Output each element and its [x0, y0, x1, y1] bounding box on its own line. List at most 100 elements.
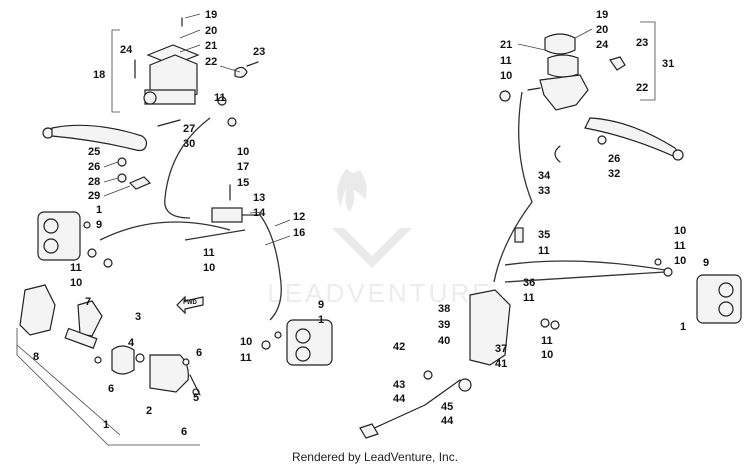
left-master-cylinder	[111, 17, 259, 113]
svg-text:9: 9	[318, 299, 324, 311]
right-mc-callouts: 19 20 21 11 10 24 23 22 31	[500, 9, 674, 94]
svg-text:21: 21	[205, 40, 217, 52]
forward-arrow-label: FWD	[183, 300, 197, 306]
svg-text:1: 1	[96, 204, 102, 216]
svg-text:10: 10	[70, 277, 82, 289]
svg-text:44: 44	[441, 415, 454, 427]
svg-text:14: 14	[253, 207, 266, 219]
svg-text:10: 10	[203, 262, 215, 274]
svg-text:16: 16	[293, 227, 305, 239]
svg-text:1: 1	[103, 419, 109, 431]
svg-text:3: 3	[135, 311, 141, 323]
svg-text:10: 10	[541, 349, 553, 361]
svg-text:24: 24	[596, 39, 609, 51]
svg-text:32: 32	[608, 168, 620, 180]
svg-text:19: 19	[596, 9, 608, 21]
svg-text:25: 25	[88, 146, 100, 158]
svg-text:5: 5	[193, 392, 199, 404]
rear-caliper-left	[16, 284, 201, 446]
svg-text:20: 20	[205, 25, 217, 37]
left-lever-callouts: 27 30 25 26 28 29	[88, 123, 195, 202]
svg-text:39: 39	[438, 319, 450, 331]
brake-pedal-assembly	[359, 289, 560, 439]
svg-text:9: 9	[703, 257, 709, 269]
svg-text:11: 11	[70, 262, 82, 274]
svg-text:11: 11	[523, 292, 535, 304]
svg-text:10: 10	[674, 225, 686, 237]
svg-text:36: 36	[523, 277, 535, 289]
svg-text:29: 29	[88, 190, 100, 202]
svg-text:43: 43	[393, 379, 405, 391]
svg-text:27: 27	[183, 123, 195, 135]
watermark-logo: LEADVENTURE	[267, 168, 492, 308]
left-front-caliper-callouts: 1 9 11 10	[70, 204, 102, 289]
svg-text:22: 22	[636, 82, 648, 94]
right-brake-lever	[584, 117, 684, 161]
svg-text:6: 6	[196, 347, 202, 359]
svg-text:9: 9	[96, 219, 102, 231]
svg-text:1: 1	[680, 321, 686, 333]
left-mc-callouts: 19 20 21 24 22 23 18	[93, 9, 265, 81]
svg-text:26: 26	[88, 161, 100, 173]
svg-text:42: 42	[393, 341, 405, 353]
svg-text:11: 11	[538, 245, 550, 257]
svg-text:31: 31	[662, 58, 674, 70]
svg-text:40: 40	[438, 335, 450, 347]
svg-text:38: 38	[438, 303, 450, 315]
left-front-caliper	[37, 211, 113, 268]
svg-text:10: 10	[237, 146, 249, 158]
svg-text:11: 11	[674, 240, 686, 252]
svg-text:6: 6	[108, 383, 114, 395]
svg-text:20: 20	[596, 24, 608, 36]
svg-text:28: 28	[88, 176, 100, 188]
right-caliper: 1	[680, 274, 742, 333]
svg-text:10: 10	[674, 255, 686, 267]
svg-text:10: 10	[500, 70, 512, 82]
svg-text:18: 18	[93, 69, 105, 81]
svg-text:11: 11	[500, 55, 512, 67]
svg-text:45: 45	[441, 401, 453, 413]
svg-text:8: 8	[33, 351, 39, 363]
forward-arrow: FWD	[176, 295, 204, 315]
rear-caliper-left-callouts: 7 8 3 4 6 6 2 5 1 6	[33, 296, 202, 438]
svg-text:12: 12	[293, 211, 305, 223]
right-brake-lines	[493, 91, 673, 283]
svg-text:11: 11	[203, 247, 215, 259]
svg-text:17: 17	[237, 161, 249, 173]
svg-text:23: 23	[636, 37, 648, 49]
svg-text:15: 15	[237, 177, 249, 189]
render-credit: Rendered by LeadVenture, Inc.	[291, 450, 459, 464]
svg-text:23: 23	[253, 46, 265, 58]
right-master-cylinder	[499, 21, 656, 111]
svg-text:19: 19	[205, 9, 217, 21]
svg-text:7: 7	[85, 296, 91, 308]
svg-text:24: 24	[120, 44, 133, 56]
svg-text:22: 22	[205, 56, 217, 68]
left-brake-lever	[42, 119, 181, 190]
right-lever-callouts: 26 32 34 33	[538, 153, 620, 197]
svg-text:1: 1	[318, 314, 324, 326]
left-brake-hoses	[99, 96, 282, 321]
svg-text:33: 33	[538, 185, 550, 197]
right-lines-callouts: 35 11 36 11 10 11 10 9	[523, 225, 709, 304]
svg-text:11: 11	[541, 335, 553, 347]
svg-text:44: 44	[393, 393, 406, 405]
svg-text:11: 11	[214, 92, 226, 104]
svg-text:6: 6	[181, 426, 187, 438]
svg-text:34: 34	[538, 170, 551, 182]
svg-text:35: 35	[538, 229, 550, 241]
svg-text:37: 37	[495, 343, 507, 355]
svg-text:13: 13	[253, 192, 265, 204]
brake-pedal-callouts: 38 39 40 42 43 44 37 41 45 44 11 10	[393, 303, 553, 427]
left-hose-callouts: 11 10 17 15 13 14 12 16 11 10	[203, 92, 305, 274]
svg-text:21: 21	[500, 39, 512, 51]
svg-text:2: 2	[146, 405, 152, 417]
left-right-caliper-callouts: 9 1 10 11	[240, 299, 324, 364]
svg-text:41: 41	[495, 358, 507, 370]
watermark-text: LEADVENTURE	[267, 278, 492, 308]
svg-text:10: 10	[240, 336, 252, 348]
svg-text:26: 26	[608, 153, 620, 165]
left-right-caliper	[261, 319, 333, 366]
svg-text:4: 4	[128, 337, 135, 349]
